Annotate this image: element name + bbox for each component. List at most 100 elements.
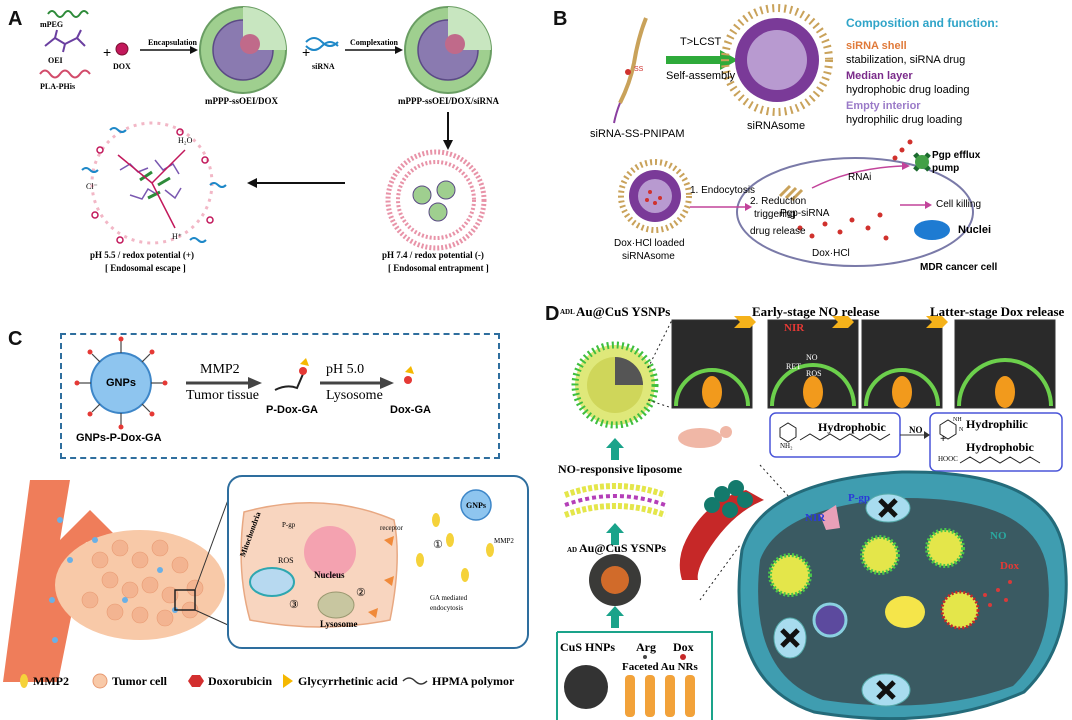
lcst-label: T>LCST	[680, 36, 722, 48]
no-label-frame: NO	[806, 353, 818, 362]
panel-b-letter: B	[553, 8, 568, 30]
step-1-marker: ①	[433, 539, 443, 551]
pgp-label-c: P-gp	[282, 521, 296, 529]
dox-label: DOX	[113, 62, 131, 71]
nir-2-label: NIR	[805, 512, 826, 524]
ph55-label: pH 5.5 / redox potential (+)	[90, 250, 194, 260]
panel-b-graphics	[613, 4, 974, 267]
n-label: N	[959, 427, 964, 433]
gnps-label: GNPs	[106, 377, 136, 389]
arg-label: Arg	[636, 640, 656, 654]
gnps-small-label: GNPs	[466, 501, 486, 510]
pgp-sirna-label: Pgp-siRNA	[780, 208, 830, 219]
p-dox-ga-label: P-Dox-GA	[266, 404, 318, 416]
escape-label: [ Endosomal escape ]	[105, 263, 186, 273]
rnai-label: RNAi	[848, 172, 872, 183]
pgp-efflux-label: Pgp efflux	[932, 150, 981, 161]
panel-c-letter: C	[8, 328, 23, 350]
tumor-tissue-label: Tumor tissue	[186, 388, 260, 403]
endocytosis-label-c: endocytosis	[430, 604, 464, 612]
step-2-marker: ②	[356, 587, 366, 599]
pla-phis-label: PLA-PHis	[40, 82, 76, 91]
encapsulation-label: Encapsulation	[148, 38, 197, 47]
mdr-cell-label: MDR cancer cell	[920, 262, 998, 273]
nir-label: NIR	[784, 322, 805, 334]
svg-text:+: +	[302, 44, 310, 60]
ss-label: SS	[634, 66, 644, 73]
drug-release-label: drug release	[750, 226, 806, 237]
dox-ga-label: Dox-GA	[390, 404, 431, 416]
hooc-label: HOOC	[938, 455, 958, 463]
entrapment-label: [ Endosomal entrapment ]	[388, 263, 489, 273]
ros-label-d: ROS	[806, 369, 822, 378]
sirna-label: siRNA	[312, 62, 335, 71]
polymer-label: siRNA-SS-PNIPAM	[590, 128, 685, 140]
sirna-shell-desc: stabilization, siRNA drug	[846, 54, 966, 66]
legend-tumor-cell: Tumor cell	[112, 674, 168, 688]
endocytosis-label: 1. Endocytosis	[690, 185, 756, 196]
panel-a-graphics: + +	[39, 6, 492, 251]
hydrophilic-label: Hydrophilic	[966, 417, 1028, 431]
median-layer-label: Median layer	[846, 70, 913, 82]
pgp-label-d: P-gp	[848, 492, 870, 504]
dox-hcl-label: Dox·HCl	[812, 248, 850, 259]
hydrophobic-2-label: Hydrophobic	[966, 440, 1034, 454]
dox-loaded-label: Dox·HCl loaded	[614, 238, 685, 249]
plus-label: +	[940, 433, 947, 445]
h2o-label: H₂O	[178, 136, 193, 145]
no-arrow-label: NO	[909, 425, 923, 435]
panel-c-graphics	[3, 336, 529, 689]
lysosome-label: Lysosome	[320, 619, 358, 629]
empty-interior-desc: hydrophilic drug loading	[846, 114, 963, 126]
np2-label: mPPP-ssOEI/DOX/siRNA	[398, 96, 499, 106]
nh-label: NH	[953, 417, 962, 423]
nucleus-label: Nucleus	[314, 570, 345, 580]
mmp2-small-label: MMP2	[494, 537, 514, 545]
legend-glycyrrhetinic-acid: Glycyrrhetinic acid	[298, 674, 398, 688]
adl-nanoparticle-label: Au@CuS YSNPs	[576, 304, 671, 319]
np1-label: mPPP-ssOEI/DOX	[205, 96, 278, 106]
panel-a-letter: A	[8, 8, 23, 30]
cell-killing-label: Cell killing	[936, 199, 982, 210]
ph50-label: pH 5.0	[326, 362, 365, 377]
cus-hnps-label: CuS HNPs	[560, 640, 616, 654]
complexation-label: Complexation	[350, 38, 398, 47]
triggering-label: triggering	[754, 209, 796, 220]
adl-subscript: ADL	[560, 308, 575, 316]
mpeg-label: mPEG	[40, 20, 64, 29]
reduction-label: 2. Reduction	[750, 196, 807, 207]
receptor-label: receptor	[380, 524, 403, 532]
hydrophobic-label: Hydrophobic	[818, 420, 886, 434]
ad-nanoparticle-label: Au@CuS YSNPs	[579, 541, 667, 555]
conjugate-box	[60, 333, 500, 459]
nuclei-label: Nuclei	[958, 224, 992, 236]
cl-label: Cl⁻	[86, 182, 98, 191]
dox-2-label: Dox	[1000, 560, 1019, 572]
ga-mediated-label: GA mediated	[430, 594, 468, 602]
latter-release-label: Latter-stage Dox release	[930, 304, 1065, 319]
ret-label: RET	[786, 362, 802, 371]
early-release-label: Early-stage NO release	[752, 304, 880, 319]
legend-doxorubicin: Doxorubicin	[208, 674, 273, 688]
nh2-label: NH₂	[780, 442, 793, 450]
oei-label: OEI	[48, 56, 63, 65]
median-layer-desc: hydrophobic drug loading	[846, 84, 970, 96]
sirnasome-label: siRNAsome	[747, 120, 806, 132]
composition-title: Composition and function:	[846, 16, 999, 30]
self-assembly-label: Self-assembly	[666, 70, 736, 82]
legend-mmp2: MMP2	[33, 674, 69, 688]
lysosome-arrow-label: Lysosome	[326, 388, 383, 403]
liposome-label: NO-responsive liposome	[558, 462, 683, 476]
step-3-marker: ③	[289, 599, 299, 611]
ph74-label: pH 7.4 / redox potential (-)	[382, 250, 484, 260]
mmp2-arrow-label: MMP2	[200, 362, 240, 377]
dox-label-d: Dox	[673, 640, 694, 654]
ad-subscript: AD	[567, 546, 578, 554]
hplus-label: H⁺	[172, 232, 182, 241]
empty-interior-label: Empty interior	[846, 100, 921, 112]
pump-label: pump	[932, 163, 960, 174]
faceted-au-label: Faceted Au NRs	[622, 661, 698, 673]
panel-d-letter: D	[545, 303, 560, 325]
sirna-shell-label: siRNA shell	[846, 40, 907, 52]
